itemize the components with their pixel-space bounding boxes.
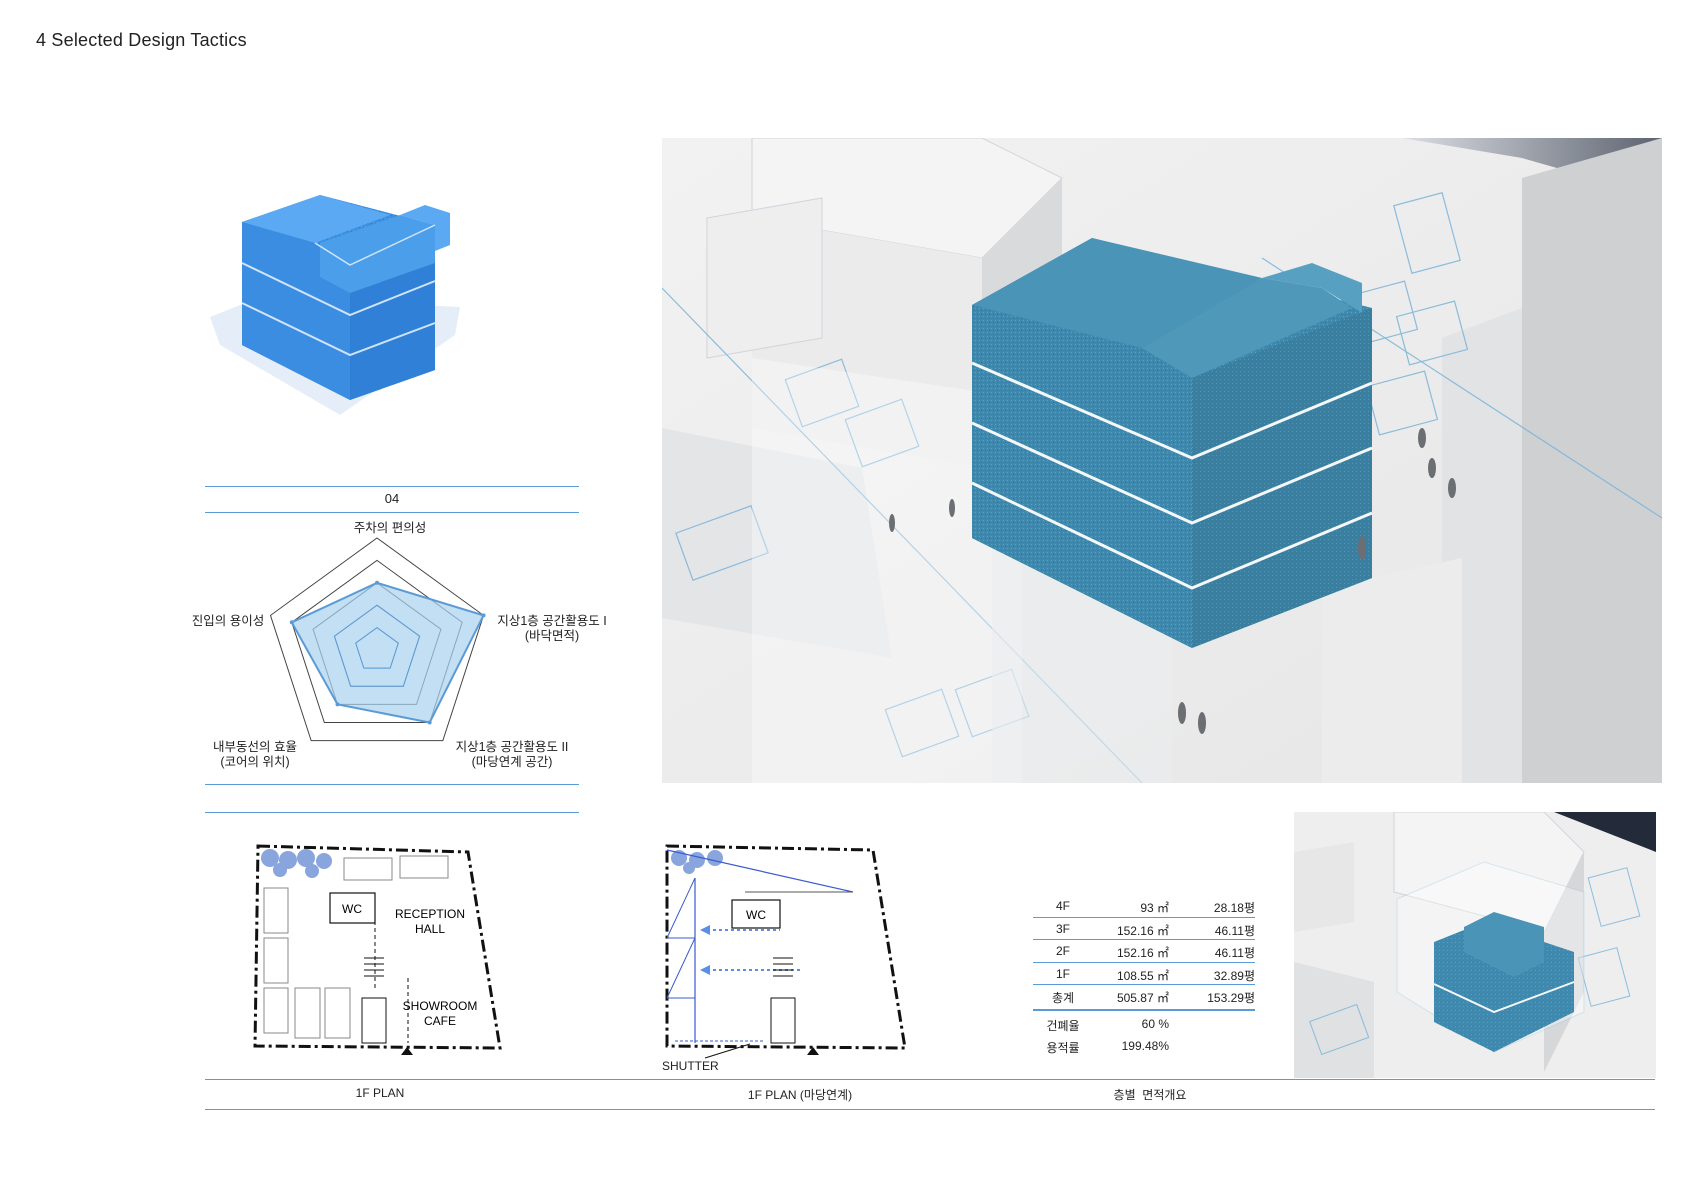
- area-summary-caption: 층별 면적개요: [1113, 1088, 1187, 1102]
- plan1-reception-label: RECEPTION: [395, 907, 465, 921]
- radar-point: [481, 613, 486, 618]
- floor-plan-2: WC: [665, 844, 907, 1059]
- radar-point: [375, 580, 379, 585]
- plan1-hall-label: HALL: [415, 922, 445, 936]
- radar-axis-label: 내부동선의 효율(코어의 위치): [213, 740, 297, 769]
- divider-line: [205, 1109, 1655, 1110]
- radar-inner-ring: [355, 626, 399, 669]
- radar-point: [335, 702, 340, 707]
- plan1-cafe-label: CAFE: [424, 1014, 456, 1028]
- page-title: 4 Selected Design Tactics: [36, 30, 247, 50]
- radar-grid-ring: [269, 537, 485, 742]
- aerial-render-image: [662, 138, 1662, 783]
- tactic-number: 04: [384, 491, 400, 506]
- radar-point: [427, 720, 432, 725]
- floor-plan-1: WC RECEPTION HALL SHOWROOM CAFE: [253, 844, 502, 1055]
- plan1-caption: 1F PLAN: [355, 1086, 405, 1100]
- plan1-wc-label: WC: [342, 902, 362, 916]
- radar-chart: [269, 537, 486, 742]
- massing-model-image: [210, 195, 460, 415]
- plan1-showroom-label: SHOWROOM: [403, 999, 478, 1013]
- radar-axis-label: 지상1층 공간활용도 I(바닥면적): [497, 614, 607, 643]
- radar-axis-label: 진입의 용이성: [191, 614, 265, 628]
- radar-axis-label: 지상1층 공간활용도 II(마당연계 공간): [455, 740, 569, 769]
- divider-line: [205, 812, 579, 813]
- divider-line: [205, 512, 579, 513]
- divider-line: [205, 486, 579, 487]
- plan2-wc-label: WC: [746, 908, 766, 922]
- radar-axis-label: 주차의 편의성: [353, 521, 427, 535]
- divider-line: [205, 1079, 1655, 1080]
- shutter-label: SHUTTER: [662, 1059, 719, 1073]
- divider-line: [205, 784, 579, 785]
- small-render-image: [1294, 812, 1656, 1078]
- radar-inner-ring: [333, 604, 421, 687]
- radar-point: [289, 620, 294, 625]
- plan2-caption: 1F PLAN (마당연계): [747, 1088, 853, 1102]
- radar-series-area: [290, 581, 485, 724]
